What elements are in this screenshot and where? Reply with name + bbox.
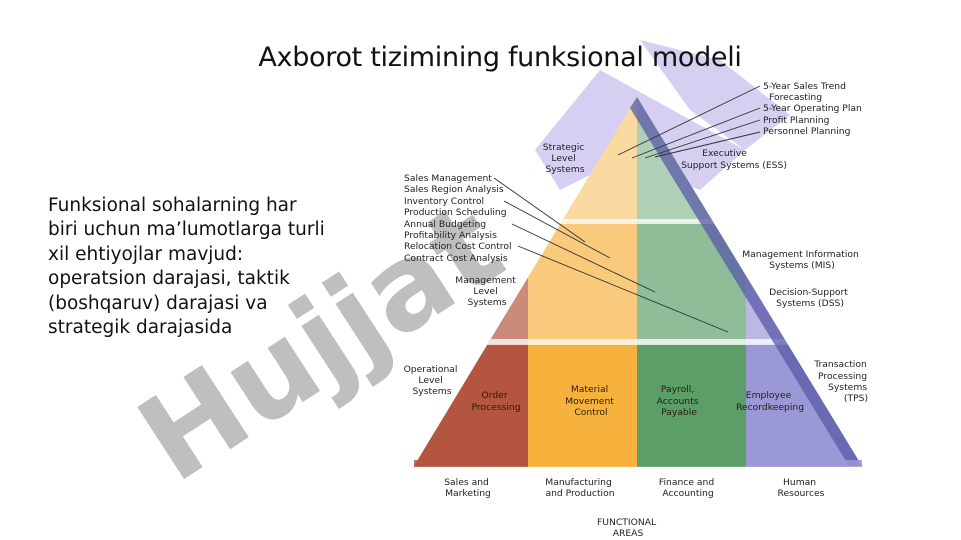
area-manufacturing-production: Manufacturing and Production <box>545 477 614 499</box>
label-tps: Transaction Processing Systems (TPS) <box>813 359 870 404</box>
label-mis: Management Information Systems (MIS) <box>742 249 862 271</box>
base-strip-hr <box>746 460 862 467</box>
slide-title: Axborot tizimining funksional modeli <box>258 42 742 73</box>
tier-divider-upper <box>414 219 862 224</box>
base-strip-sales <box>414 460 528 467</box>
tier-divider-lower <box>414 339 862 345</box>
label-functional-areas: FUNCTIONAL AREAS <box>597 517 659 539</box>
cell-employee-recordkeeping: Employee Recordkeeping <box>736 390 804 413</box>
leader-lines <box>493 85 761 333</box>
management-items-list: Sales Management Sales Region Analysis I… <box>404 173 514 264</box>
slide-body-text: Funksional sohalarning har biri uchun ma… <box>48 195 325 339</box>
cell-payroll: Payroll, Accounts Payable <box>657 384 702 418</box>
label-ess: Executive Support Systems (ESS) <box>681 148 787 171</box>
area-finance-accounting: Finance and Accounting <box>659 477 717 499</box>
base-strip-finance <box>637 460 746 467</box>
cell-order-processing: Order Processing <box>471 390 520 413</box>
label-management-level: Management Level Systems <box>455 275 518 308</box>
pyramid-side-face <box>630 97 862 466</box>
label-dss: Decision-Support Systems (DSS) <box>769 287 851 309</box>
base-strip-manufacturing <box>528 460 637 467</box>
label-operational-level: Operational Level Systems <box>404 364 461 397</box>
cell-material-movement: Material Movement Control <box>565 384 617 418</box>
area-sales-marketing: Sales and Marketing <box>444 477 492 499</box>
label-strategic-level: Strategic Level Systems <box>543 142 587 175</box>
column-hr <box>746 97 862 466</box>
strategic-items-list: 5-Year Sales Trend Forecasting 5-Year Op… <box>763 81 865 137</box>
area-human-resources: Human Resources <box>778 477 825 499</box>
